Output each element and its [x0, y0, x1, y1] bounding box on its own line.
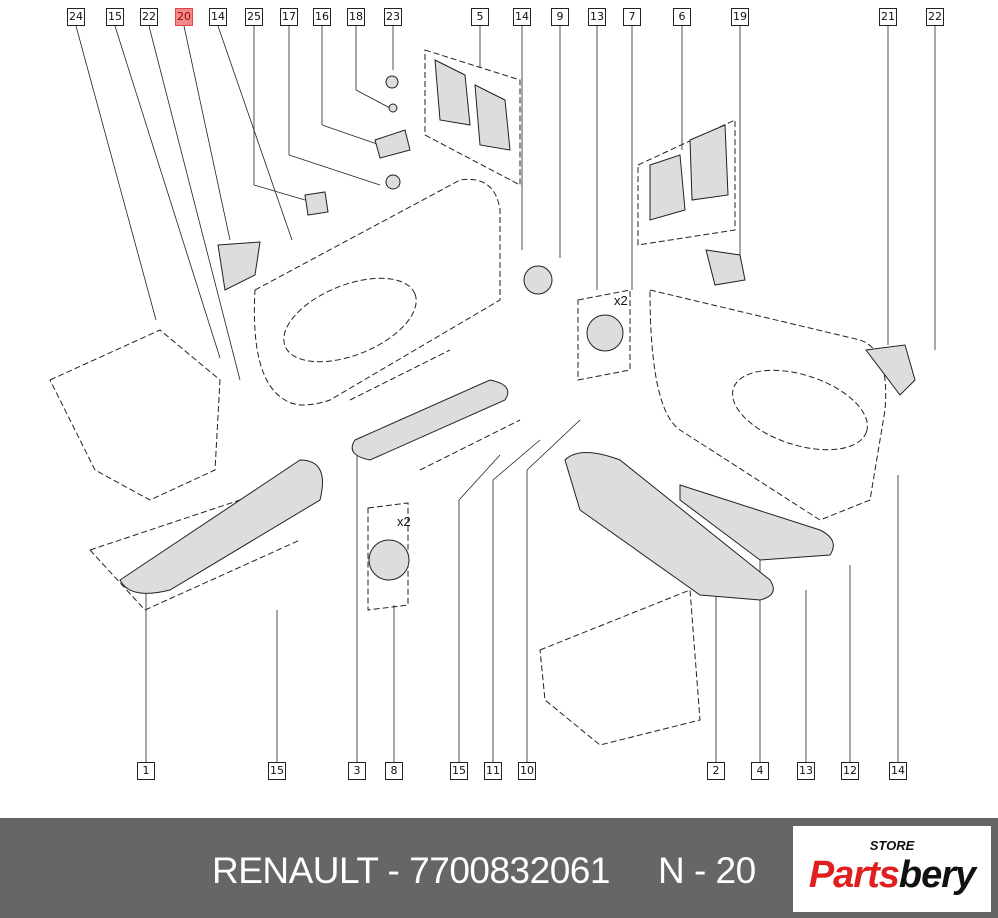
part-info: RENAULT - 7700832061 N - 20 — [212, 850, 804, 892]
callout-13[interactable]: 13 — [797, 762, 815, 780]
callout-14[interactable]: 14 — [209, 8, 227, 26]
logo-brand-part2: bery — [898, 854, 976, 896]
callout-24[interactable]: 24 — [67, 8, 85, 26]
callout-2[interactable]: 2 — [707, 762, 725, 780]
callout-25[interactable]: 25 — [245, 8, 263, 26]
callout-16[interactable]: 16 — [313, 8, 331, 26]
quantity-label: x2 — [397, 514, 411, 529]
partsbery-logo: STORE Partsbery — [793, 826, 991, 912]
leader-lines — [75, 25, 936, 762]
diagram-drawing — [49, 25, 936, 762]
callout-8[interactable]: 8 — [385, 762, 403, 780]
diagram-reference: N - 20 — [657, 850, 756, 891]
callout-1[interactable]: 1 — [137, 762, 155, 780]
left-door-panel — [49, 49, 887, 746]
quantity-label: x2 — [614, 293, 628, 308]
callout-22[interactable]: 22 — [140, 8, 158, 26]
callout-19[interactable]: 19 — [731, 8, 749, 26]
parts-diagram: 24 15 22 20 14 25 17 16 18 23 5 14 9 13 … — [49, 8, 944, 780]
callout-10[interactable]: 10 — [518, 762, 536, 780]
callout-14[interactable]: 14 — [889, 762, 907, 780]
callout-15[interactable]: 15 — [450, 762, 468, 780]
logo-brand: Partsbery — [793, 854, 991, 897]
callout-9[interactable]: 9 — [551, 8, 569, 26]
callout-15[interactable]: 15 — [106, 8, 124, 26]
callout-13[interactable]: 13 — [588, 8, 606, 26]
callout-12[interactable]: 12 — [841, 762, 859, 780]
callout-11[interactable]: 11 — [484, 762, 502, 780]
callout-3[interactable]: 3 — [348, 762, 366, 780]
callout-18[interactable]: 18 — [347, 8, 365, 26]
callout-20-highlighted[interactable]: 20 — [175, 8, 193, 26]
callout-15[interactable]: 15 — [268, 762, 286, 780]
callout-17[interactable]: 17 — [280, 8, 298, 26]
callout-14[interactable]: 14 — [513, 8, 531, 26]
callout-21[interactable]: 21 — [879, 8, 897, 26]
logo-store: STORE — [869, 838, 915, 853]
part-number: RENAULT - 7700832061 — [212, 850, 610, 891]
callout-23[interactable]: 23 — [384, 8, 402, 26]
callout-22[interactable]: 22 — [926, 8, 944, 26]
logo-brand-part1: Parts — [808, 854, 900, 896]
callout-7[interactable]: 7 — [623, 8, 641, 26]
parts-shapes — [119, 59, 916, 601]
callout-6[interactable]: 6 — [673, 8, 691, 26]
callout-4[interactable]: 4 — [751, 762, 769, 780]
callout-5[interactable]: 5 — [471, 8, 489, 26]
